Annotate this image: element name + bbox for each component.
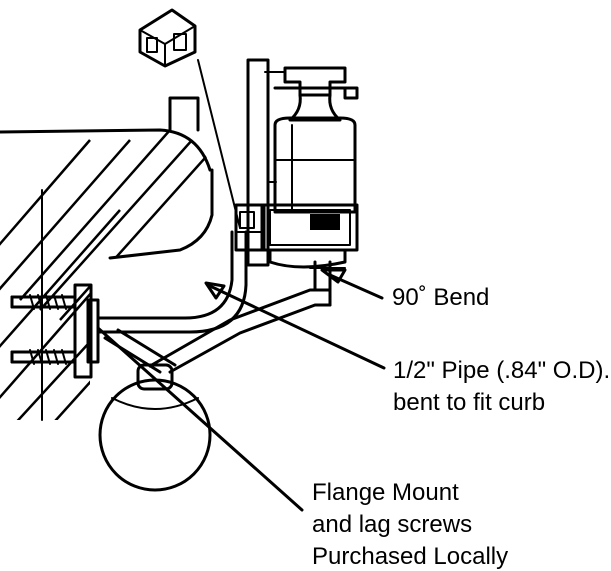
pipe-arrow-icon [204, 281, 226, 300]
extinguisher-cylinder [260, 66, 359, 269]
pipe-leader [208, 284, 386, 370]
flange-mount [10, 283, 100, 379]
callout-leaders [96, 268, 386, 512]
curb-hatching [0, 130, 212, 420]
bent-pipe [96, 230, 346, 374]
flange-label-line1: Flange Mount [312, 479, 459, 506]
bend-label: 90˚ Bend [392, 284, 489, 311]
lag-screw-lower [10, 349, 77, 365]
flange-label-line3: Purchased Locally [312, 543, 508, 570]
callout-labels: 90˚ Bend 1/2" Pipe (.84" O.D). bent to f… [312, 284, 610, 570]
flange-leader [96, 326, 304, 512]
lag-screw-upper [10, 294, 77, 310]
pipe-label-line2: bent to fit curb [393, 389, 545, 416]
flange-label-line2: and lag screws [312, 511, 472, 538]
bend-leader [328, 273, 384, 300]
bend-arrow-icon [320, 268, 347, 284]
bumper-ball [98, 363, 212, 492]
bracket-detail-inset [138, 8, 241, 229]
pipe-label-line1: 1/2" Pipe (.84" O.D). [393, 357, 610, 384]
curb [0, 96, 214, 421]
mounting-post [234, 58, 270, 267]
